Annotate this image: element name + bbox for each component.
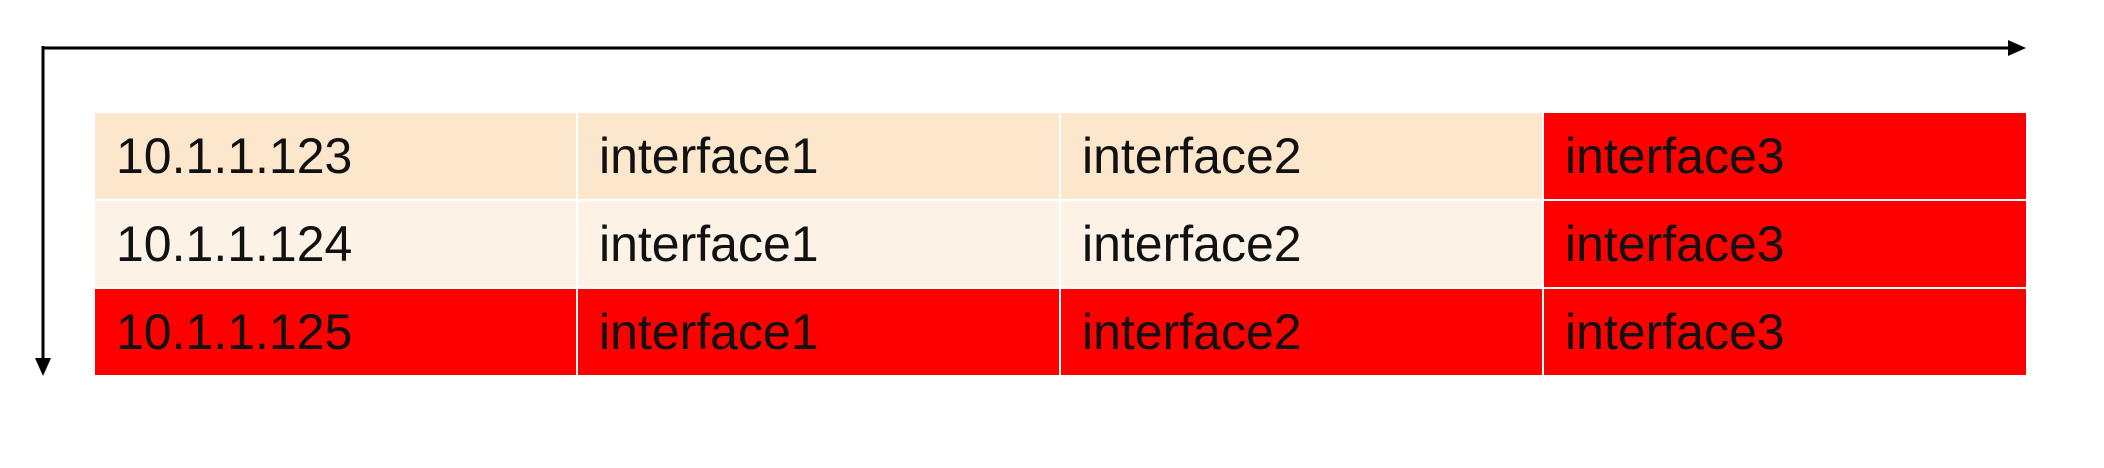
- interface-cell-highlighted: interface3: [1544, 289, 2026, 375]
- interface-cell: interface2: [1061, 113, 1542, 199]
- ip-cell-highlighted: 10.1.1.125: [95, 289, 576, 375]
- interface-cell-highlighted: interface2: [1061, 289, 1542, 375]
- interface-cell-highlighted: interface3: [1544, 113, 2026, 199]
- down-arrowhead-icon: [35, 358, 51, 376]
- interface-cell: interface1: [578, 201, 1059, 287]
- interface-cell-highlighted: interface3: [1544, 201, 2026, 287]
- ip-cell: 10.1.1.124: [95, 201, 576, 287]
- interface-cell-highlighted: interface1: [578, 289, 1059, 375]
- interface-cell: interface2: [1061, 201, 1542, 287]
- right-arrowhead-icon: [2008, 40, 2026, 56]
- ip-cell: 10.1.1.123: [95, 113, 576, 199]
- interface-cell: interface1: [578, 113, 1059, 199]
- ip-interface-table: 10.1.1.123 interface1 interface2 interfa…: [95, 113, 2026, 375]
